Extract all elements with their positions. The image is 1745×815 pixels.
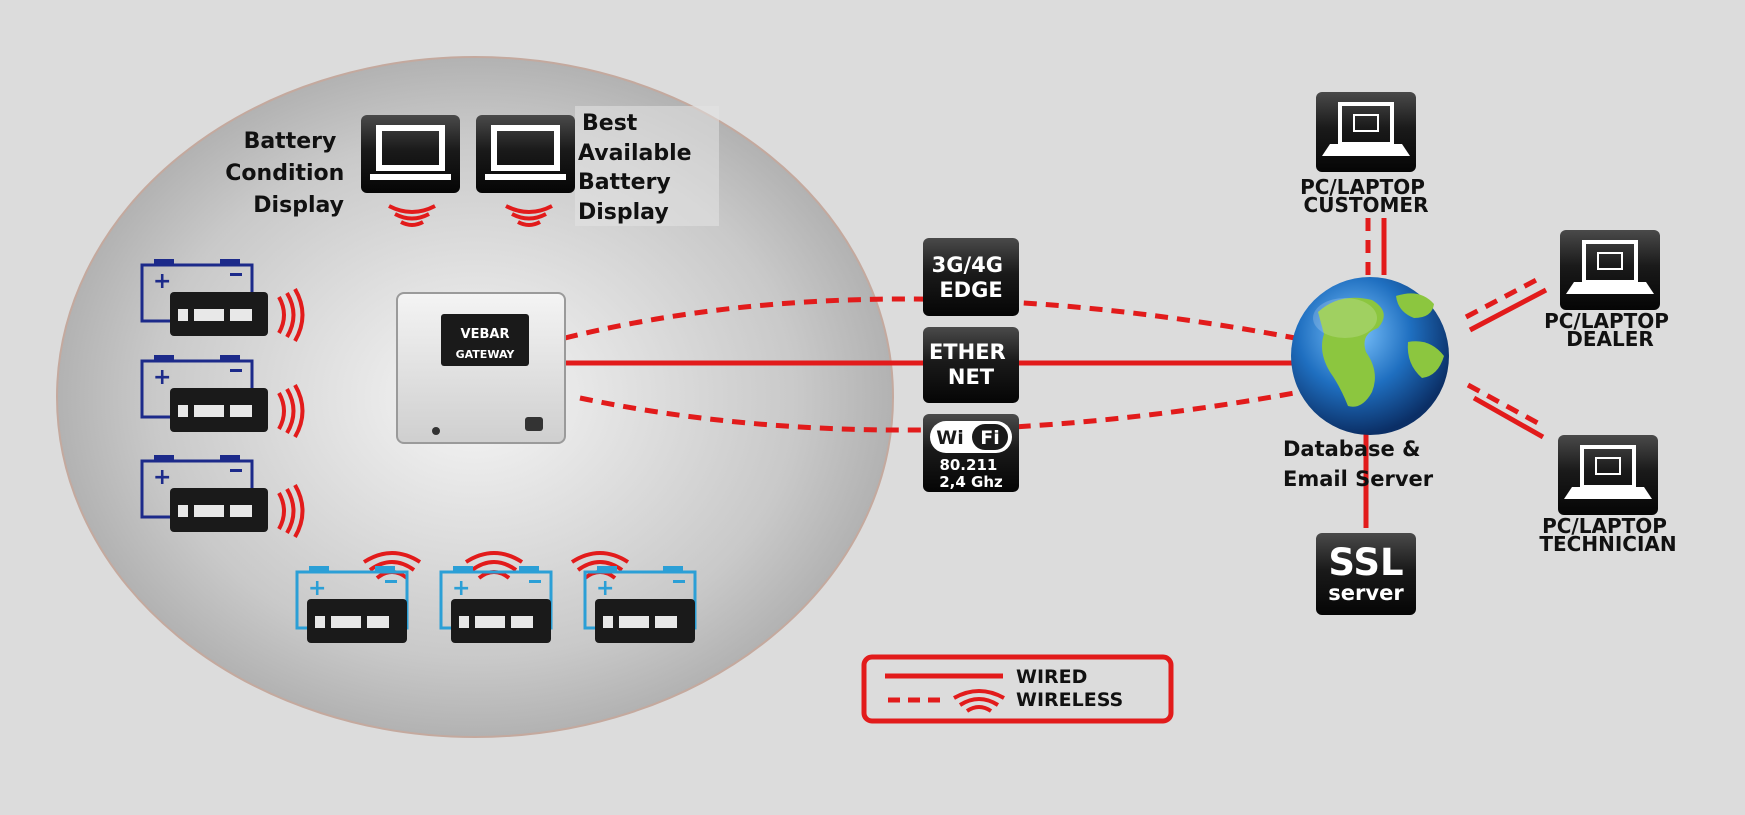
svg-text:+: + (308, 576, 326, 601)
display-right-label: Best Available Battery Display (578, 111, 699, 225)
svg-text:server: server (1328, 581, 1404, 605)
conn-3g-tile: 3G/4G EDGE (923, 238, 1019, 316)
battery-monitor: + (295, 551, 422, 643)
monitor-icon (376, 125, 445, 171)
svg-text:+: + (153, 269, 171, 294)
wireless-signal-icon (505, 204, 553, 227)
svg-text:SSL: SSL (1328, 541, 1403, 584)
legend: WIRED WIRELESS (861, 654, 1174, 724)
monitor-icon (491, 125, 560, 171)
laptop-icon (1322, 102, 1410, 156)
wireless-signal-icon (388, 204, 436, 227)
pc-dealer-label: PC/LAPTOP DEALER (1544, 309, 1676, 351)
battery-monitor: + (140, 259, 305, 342)
server-label: Database & Email Server (1283, 437, 1434, 491)
wireless-signal-icon (953, 689, 1005, 713)
conn-ethernet-tile: ETHER NET (923, 327, 1019, 403)
battery-group-left: + + + (140, 259, 305, 538)
battery-monitor: + (140, 455, 305, 538)
battery-monitor: + (140, 355, 305, 438)
pc-dealer: PC/LAPTOP DEALER (1544, 230, 1676, 351)
conn-wifi-tile: Wi Fi 80.211 2,4 Ghz (923, 414, 1019, 492)
svg-text:+: + (153, 365, 171, 390)
laptop-icon (1566, 240, 1654, 294)
svg-text:3G/4G EDGE: 3G/4G EDGE (932, 253, 1011, 302)
battery-condition-display: Battery Condition Display (225, 115, 460, 227)
svg-text:Fi: Fi (980, 427, 1000, 449)
svg-text:+: + (596, 576, 614, 601)
battery-group-bottom: + + + (295, 551, 697, 643)
pc-customer: PC/LAPTOP CUSTOMER (1300, 92, 1432, 217)
ssl-server-tile: SSL server (1316, 533, 1416, 615)
svg-text:Wi: Wi (936, 427, 963, 449)
database-server-globe (1291, 277, 1449, 435)
gateway-device: VEBAR GATEWAY (396, 292, 566, 444)
best-available-battery-display: Best Available Battery Display (476, 106, 719, 227)
svg-text:+: + (452, 576, 470, 601)
pc-technician: PC/LAPTOP TECHNICIAN (1539, 435, 1677, 556)
display-left-label: Battery Condition Display (225, 129, 352, 218)
battery-monitor: + (439, 551, 553, 643)
svg-text:ETHER NET: ETHER NET (929, 340, 1013, 389)
battery-monitor: + (570, 551, 697, 643)
pc-technician-label: PC/LAPTOP TECHNICIAN (1539, 514, 1676, 556)
pc-customer-label: PC/LAPTOP CUSTOMER (1300, 175, 1432, 217)
laptop-icon (1564, 445, 1652, 499)
svg-text:80.211 2,4 Ghz: 80.211 2,4 Ghz (939, 456, 1003, 491)
legend-wired-label: WIRED (1016, 666, 1087, 688)
gateway-name: GATEWAY (456, 348, 516, 361)
gateway-brand: VEBAR (461, 327, 510, 342)
legend-wireless-label: WIRELESS (1016, 689, 1123, 711)
svg-text:+: + (153, 465, 171, 490)
